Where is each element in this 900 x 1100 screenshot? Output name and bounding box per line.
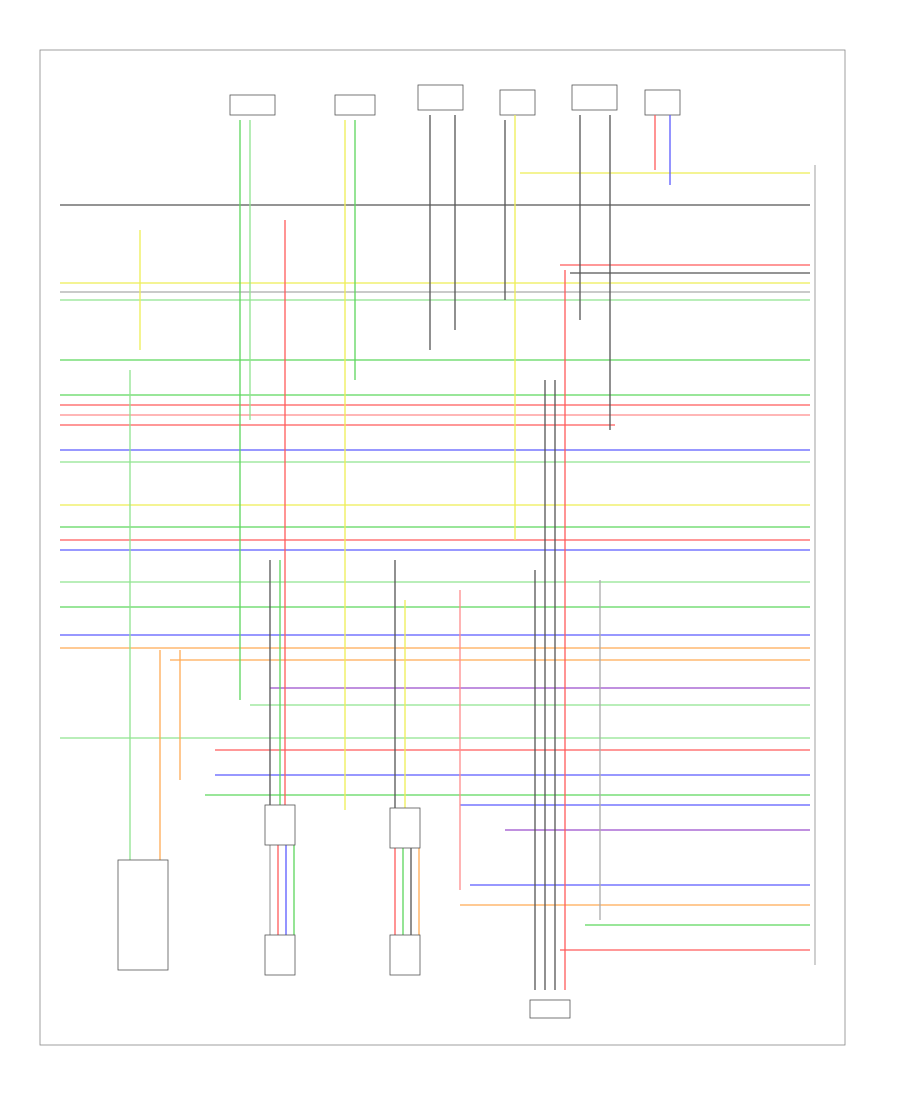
connector-box-3 <box>417 84 464 111</box>
bottom-connector-group <box>117 804 571 1019</box>
top-connector-group <box>229 84 681 116</box>
bottom-connector-4 <box>117 859 169 971</box>
bottom-connector-1 <box>264 804 296 846</box>
connector-box-6 <box>644 89 681 116</box>
horizontal-wires <box>60 172 810 951</box>
bottom-connector-2 <box>389 807 421 849</box>
bottom-connector-5 <box>264 934 296 976</box>
bottom-connector-3 <box>529 999 571 1019</box>
connector-box-1 <box>229 94 276 116</box>
connector-box-4 <box>499 89 536 116</box>
connector-box-5 <box>571 84 618 111</box>
connector-box-2 <box>334 94 376 116</box>
bottom-connector-6 <box>389 934 421 976</box>
vertical-wires <box>129 115 671 990</box>
diagram-frame <box>39 49 846 1046</box>
